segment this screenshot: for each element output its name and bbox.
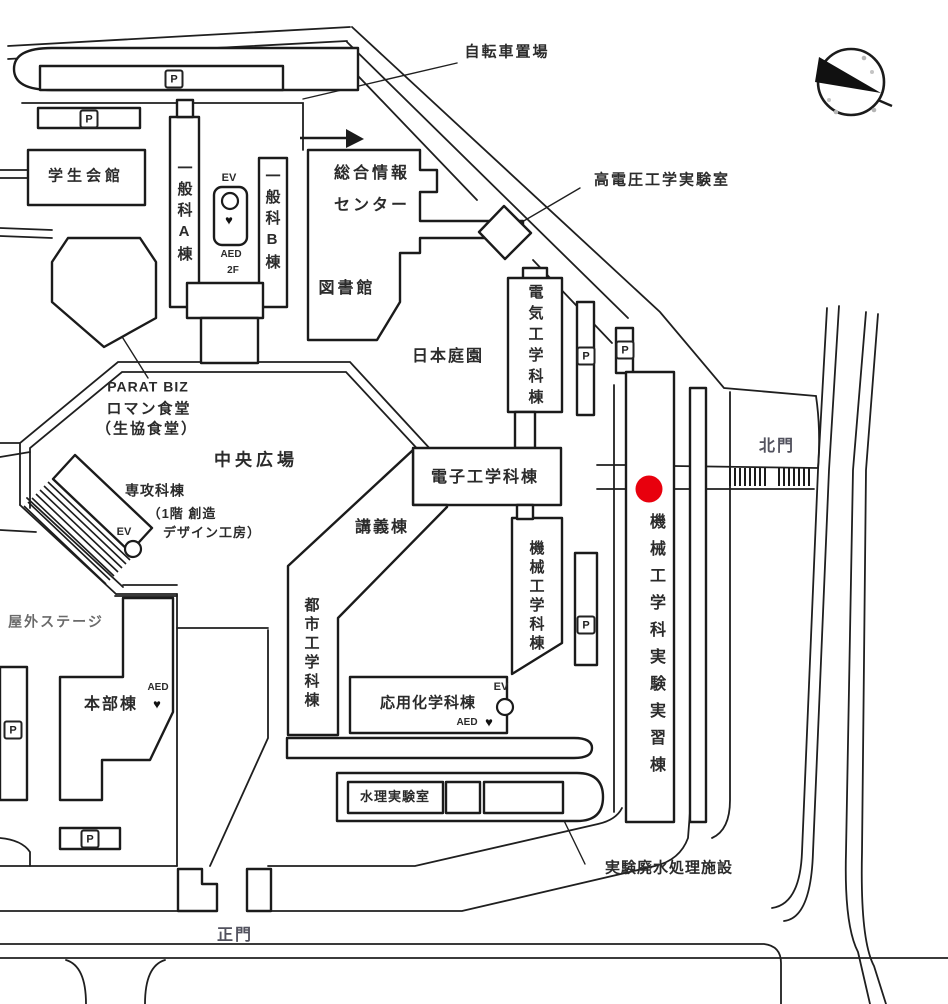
label-general-b: 一般科B棟	[263, 168, 281, 275]
building-wastewater	[482, 780, 565, 815]
ev-label: EV	[221, 172, 237, 185]
building-lecture-urban	[286, 448, 449, 737]
label-general-a: 一般科A棟	[175, 160, 193, 267]
buildings	[0, 46, 708, 913]
label-headquarters: 本部棟	[83, 696, 139, 713]
north-gate-crosswalk	[729, 468, 810, 486]
building-mechanical	[510, 516, 564, 676]
ev-circle-icon	[495, 697, 515, 717]
label-wastewater: 実験廃水処理施設	[604, 859, 734, 877]
label-senko-note1: （1階 創造	[147, 505, 217, 521]
location-marker	[635, 475, 663, 503]
label-main-gate: 正門	[216, 927, 254, 944]
label-urban: 都市工学科棟	[302, 597, 320, 711]
label-library: 図書館	[318, 280, 376, 297]
parking-icon: P	[615, 340, 635, 360]
label-electronics: 電子工学科棟	[430, 469, 540, 486]
walkway-strip	[688, 386, 708, 824]
ev-label: EV	[493, 681, 509, 694]
label-bicycle-parking: 自転車置場	[464, 43, 550, 61]
building-applied-chem	[348, 675, 509, 735]
building-electronics	[411, 446, 563, 507]
main-gate-posts	[176, 867, 219, 913]
label-senko-note2: デザイン工房）	[162, 524, 262, 540]
label-coop-dining: （生協食堂）	[95, 420, 199, 438]
label-central-plaza: 中央広場	[214, 450, 298, 470]
aed-label: AED	[456, 716, 478, 728]
label-lecture: 講義棟	[354, 519, 410, 536]
entrance-arrow-icon	[300, 129, 364, 148]
label-info-center: 総合情報 センター	[333, 165, 411, 214]
floor-label: 2F	[227, 264, 239, 276]
ev-icons	[123, 191, 515, 717]
parking-strip-mid	[573, 551, 599, 667]
label-student-hall: 学生会館	[47, 167, 125, 185]
building-senko	[51, 453, 154, 554]
label-north-gate: 北門	[758, 438, 796, 455]
label-senko: 専攻科棟	[125, 482, 185, 499]
label-japanese-garden: 日本庭園	[411, 348, 485, 365]
ev-circle-icon	[220, 191, 240, 211]
outdoor-stage-steps	[23, 481, 131, 585]
ev-circle-icon	[123, 539, 143, 559]
label-applied-chem: 応用化学科棟	[379, 694, 477, 712]
label-outdoor-stage: 屋外ステージ	[8, 613, 104, 630]
parking-icon: P	[164, 69, 184, 89]
aed-label: AED	[220, 248, 242, 260]
building-hydraulics	[346, 780, 445, 815]
parking-icon: P	[3, 720, 23, 740]
label-roman-dining: ロマン食堂	[106, 400, 192, 418]
label-hydraulics: 水理実験室	[359, 788, 431, 804]
parking-island-top	[38, 64, 285, 92]
label-mech-experiment: 機械工学科実験実習棟	[647, 513, 664, 783]
aed-heart-icon: ♥	[153, 696, 161, 712]
parking-icon: P	[576, 346, 596, 366]
label-mechanical: 機械工学科棟	[527, 540, 545, 654]
aed-heart-icon: ♥	[225, 212, 233, 228]
ev-label: EV	[116, 526, 132, 539]
label-electrical: 電気工学科棟	[526, 284, 544, 410]
parking-icon: P	[80, 829, 100, 849]
parking-icon: P	[576, 615, 596, 635]
aed-heart-icon: ♥	[485, 714, 493, 730]
building-mech-experiment	[624, 370, 676, 824]
building-student-hall	[26, 148, 147, 207]
building-dining	[50, 236, 158, 349]
building-headquarters	[58, 596, 175, 802]
building-high-voltage	[477, 204, 533, 261]
compass-icon	[815, 47, 893, 117]
label-high-voltage: 高電圧工学実験室	[593, 171, 731, 189]
label-parat-biz: PARAT BIZ	[107, 378, 189, 395]
aed-label: AED	[147, 681, 169, 693]
parking-icon: P	[79, 109, 99, 129]
